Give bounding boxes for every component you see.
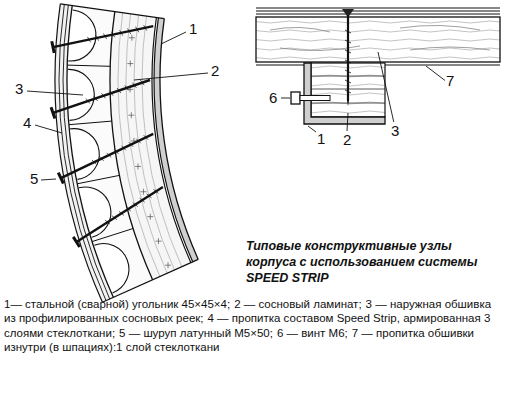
screw-thread <box>112 216 117 220</box>
key-entry: 5 — шуруп латунный М5×50; <box>119 327 273 339</box>
screw-thread <box>136 139 140 144</box>
screw-thread <box>136 27 139 32</box>
screw-thread <box>94 96 98 101</box>
diagram-caption: Типовые конструктивные узлы корпуса с ис… <box>246 238 498 286</box>
callout-number: 1 <box>316 130 326 147</box>
strip-profile <box>68 10 96 61</box>
grain-line <box>142 16 182 267</box>
screw-thread <box>112 32 115 37</box>
grain-mark <box>128 112 134 118</box>
screw-shank <box>61 134 153 178</box>
screw-thread <box>144 135 148 140</box>
key-entry: 6 — винт М6; <box>277 327 348 339</box>
grain-mark <box>127 61 133 67</box>
strip-profile <box>94 244 129 293</box>
callout-number: 6 <box>268 89 278 106</box>
screw-head <box>73 237 79 247</box>
screw-thread <box>119 211 124 215</box>
screw-thread <box>125 85 129 90</box>
screw-thread <box>129 142 133 147</box>
callout-number: 5 <box>29 170 39 187</box>
key-entry: 1— стальной (сварной) угольник 45×45×4; <box>4 298 230 310</box>
grain-mark <box>129 35 135 41</box>
pine-laminate <box>110 12 191 280</box>
strip-joint <box>69 121 112 125</box>
screw-thread <box>86 99 90 104</box>
screw-thread <box>103 33 106 38</box>
screw-thread <box>117 88 121 93</box>
grain-mark <box>147 214 153 220</box>
strip-joint <box>77 175 119 183</box>
leader-line <box>27 91 83 95</box>
callout-number: 3 <box>390 122 400 139</box>
screw-thread <box>126 207 131 211</box>
leader-line <box>41 179 56 180</box>
grain-mark <box>140 189 146 195</box>
strip-joint <box>67 65 110 66</box>
screw-head <box>58 173 63 184</box>
callout-number: 7 <box>445 72 455 89</box>
leader-line <box>134 73 208 80</box>
screw-thread <box>133 203 138 207</box>
callout-number: 2 <box>342 131 352 148</box>
callout-number: 1 <box>188 20 198 37</box>
screw-head <box>51 107 55 118</box>
leader-line <box>35 125 62 133</box>
grain-mark <box>135 163 141 169</box>
screw-thread <box>87 37 90 42</box>
screw-shank <box>53 26 153 47</box>
grain-mark <box>165 262 171 268</box>
screw-thread <box>147 194 152 198</box>
grain-mark <box>155 238 161 244</box>
callout-number: 4 <box>22 114 32 131</box>
screw-thread <box>92 160 96 165</box>
leader-line <box>161 32 186 44</box>
screw-thread <box>105 220 110 224</box>
screw-thread <box>102 93 106 98</box>
key-text: 1— стальной (сварной) угольник 45×45×4; 2… <box>4 297 501 355</box>
callout-number: 3 <box>14 80 24 97</box>
key-entry: 2 — сосновый ламинат; <box>234 298 361 310</box>
layer-line <box>55 4 102 302</box>
screw-shank <box>53 80 150 113</box>
screw-thread <box>107 153 111 158</box>
screw-thread <box>99 156 103 161</box>
screw-shank <box>76 187 162 242</box>
screw-thread <box>120 30 123 35</box>
callout-number: 2 <box>210 62 220 79</box>
screw-thread <box>128 28 131 33</box>
layer-line <box>154 18 193 262</box>
screw-thread <box>144 25 147 30</box>
grain-line <box>118 13 160 277</box>
screw-thread <box>109 91 113 96</box>
layer-line <box>160 19 198 260</box>
screw-thread <box>140 80 144 85</box>
strip-joint <box>92 229 133 242</box>
screw-thread <box>133 83 137 88</box>
screw-thread <box>121 146 125 151</box>
screw-thread <box>140 198 145 202</box>
screw-thread <box>114 149 118 154</box>
screw-thread <box>95 35 98 40</box>
screw-head <box>52 41 54 53</box>
screw-thread <box>154 189 159 193</box>
